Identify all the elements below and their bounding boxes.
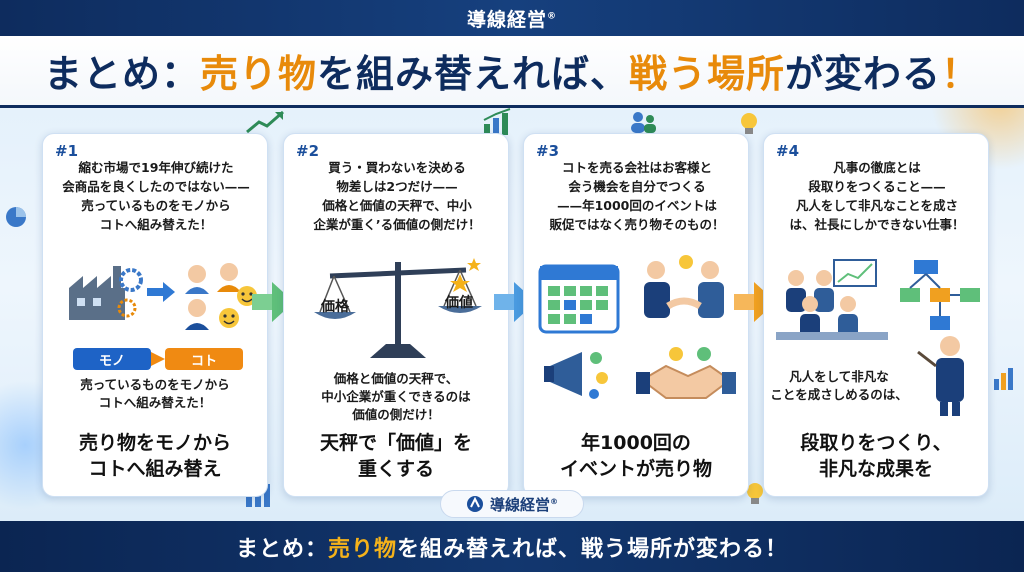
handshake-icon xyxy=(636,347,736,399)
team-meeting-icon xyxy=(776,259,888,340)
card-headline: 売り物をモノから コトへ組み替え xyxy=(78,432,231,480)
bar-chart-right-icon xyxy=(994,368,1013,390)
title-band: まとめ：売り物を組み替えれば、戦う場所が変わる！ xyxy=(0,36,1024,108)
scale-icon xyxy=(314,258,482,358)
card-number: #1 xyxy=(55,142,79,160)
card-step-3: #3 コトを売る会社はお客様と 会う機会を自分でつくる ——年1000回のイベン… xyxy=(523,133,749,497)
card-step-1: #1 縮む市場で19年伸び続けた 会商品を良くしたのではない—— 売っているもの… xyxy=(42,133,268,497)
brand-logo-badge: 導線経営® xyxy=(440,490,584,518)
bar-chart-bottom-icon xyxy=(246,484,270,507)
trend-arrow-icon xyxy=(246,110,284,134)
people-icon xyxy=(185,263,257,330)
card-intro-text: 買う・買わないを決める 物差しは2つだけ—— 価格と価値の天秤で、中小 企業が重… xyxy=(313,160,481,232)
card-number: #3 xyxy=(536,142,560,160)
card-mid-text: 売っているものをモノから コトへ組み替えた！ xyxy=(80,377,230,410)
card-headline: 天秤で「価値」を 重くする xyxy=(319,432,472,480)
card-mid-text: 価格と価値の天秤で、 中小企業が重くできるのは 価値の側だけ！ xyxy=(321,371,471,422)
footer-band: まとめ：売り物を組み替えれば、戦う場所が変わる！ xyxy=(0,521,1024,572)
card-intro-text: 凡事の徹底とは 段取りをつくること—— 凡人をして非凡なことを成さ は、社長にし… xyxy=(789,160,965,232)
people-small-icon xyxy=(631,112,656,133)
card-intro-text: 縮む市場で19年伸び続けた 会商品を良くしたのではない—— 売っているものをモノ… xyxy=(62,160,250,232)
logo-mark-icon xyxy=(466,496,483,512)
koto-tag: コト xyxy=(165,348,243,370)
card-number: #4 xyxy=(776,142,800,160)
presenter-icon xyxy=(917,336,964,416)
tag-arrow-icon xyxy=(151,352,165,366)
footer-summary: まとめ：売り物を組み替えれば、戦う場所が変わる！ xyxy=(235,536,789,562)
handshake-people-icon xyxy=(644,255,724,318)
card-headline: 段取りをつくり、 非凡な成果を xyxy=(800,432,952,480)
card-intro-text: コトを売る会社はお客様と 会う機会を自分でつくる ——年1000回のイベントは … xyxy=(549,160,725,232)
mono-tag: モノ xyxy=(73,348,151,370)
card-step-4: #4 凡事の徹底とは 段取りをつくること—— 凡人をして非凡なことを成さ は、社… xyxy=(763,133,989,497)
scale-right-label: 価値 xyxy=(445,295,473,311)
card-number: #2 xyxy=(296,142,320,160)
card-mid-text: 凡人をして非凡な ことを成さしめるのは、 xyxy=(770,369,908,402)
top-brand-bar: 導線経営® xyxy=(0,0,1024,36)
brand-name: 導線経営® xyxy=(466,8,557,31)
lightbulb-bottom-icon xyxy=(747,483,763,504)
card-step-2: #2 買う・買わないを決める 物差しは2つだけ—— 価格と価値の天秤で、中小 企… xyxy=(283,133,509,497)
logo-text: 導線経営® xyxy=(489,495,558,514)
page-title: まとめ：売り物を組み替えれば、戦う場所が変わる！ xyxy=(43,52,981,96)
factory-icon xyxy=(69,266,143,320)
scale-left-label: 価格 xyxy=(321,299,349,315)
card-headline: 年1000回の イベントが売り物 xyxy=(559,432,712,480)
bar-chart-icon xyxy=(483,108,511,135)
megaphone-icon xyxy=(544,352,608,399)
calendar-icon xyxy=(538,264,620,334)
pie-chart-icon xyxy=(6,207,26,227)
arrow-right-icon xyxy=(147,282,175,302)
lightbulb-icon xyxy=(741,113,757,134)
flowchart-icon xyxy=(900,260,980,330)
